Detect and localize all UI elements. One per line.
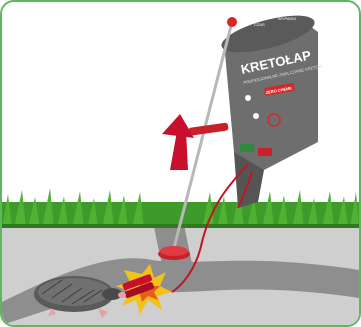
indicator-label-2: WYPADKI [278,16,296,21]
indicator-label-3: ZŁAPANY [302,12,320,17]
step-icon-1 [245,95,251,101]
red-label [258,148,272,156]
indicator-label-1: CZAS [254,22,265,27]
mole-trap-illustration: KRETOŁAP PROFESJONALNE ZWALCZANIE KRETÓW… [2,2,359,325]
green-label [240,144,254,152]
rod-tip [227,17,237,27]
step-icon-2 [253,113,259,119]
